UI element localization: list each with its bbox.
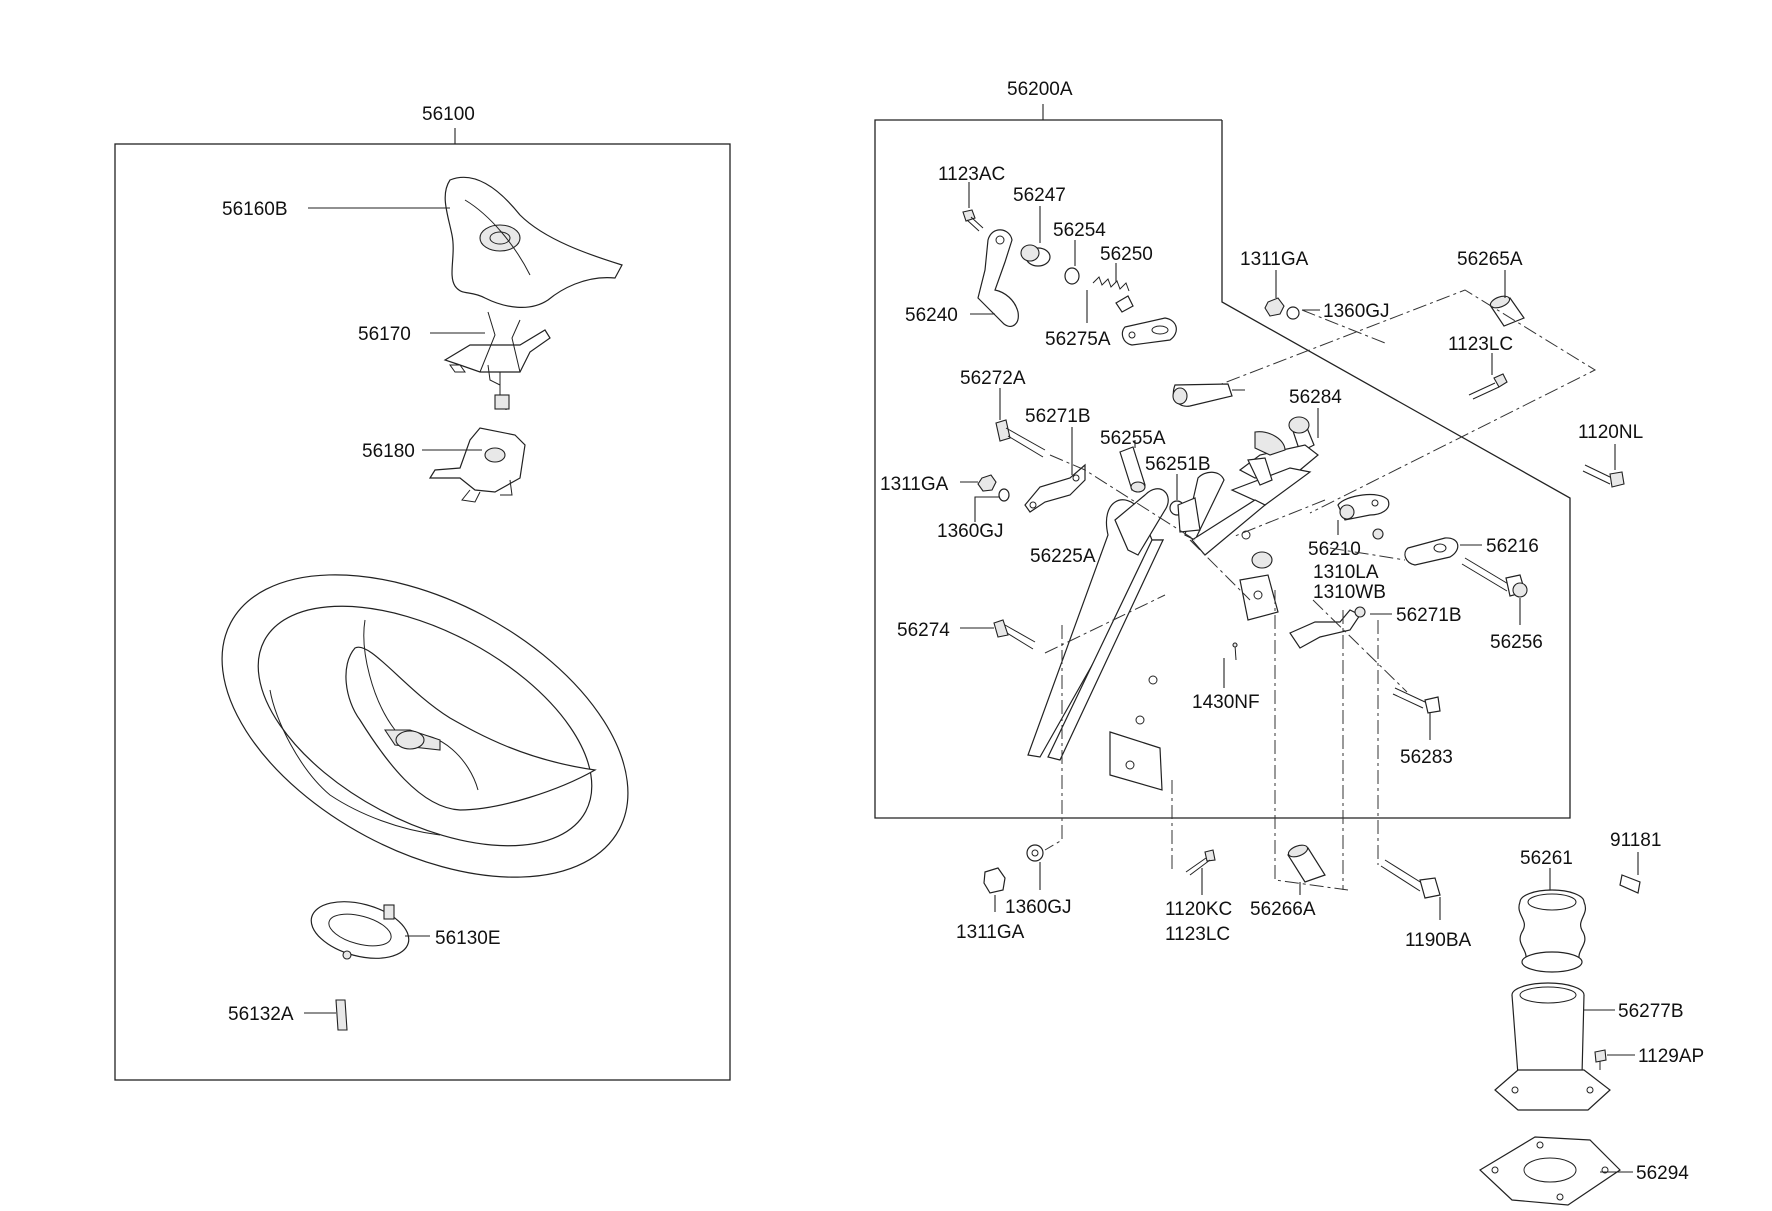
label-56261: 56261 xyxy=(1520,848,1573,869)
label-56275A: 56275A xyxy=(1045,329,1111,350)
label-56284: 56284 xyxy=(1289,387,1342,408)
spring-56250-part xyxy=(1092,276,1130,292)
label-1123LC-bottom: 1123LC xyxy=(1165,924,1230,945)
assembly-box-56200A xyxy=(874,119,1571,819)
label-56200A: 56200A xyxy=(1007,79,1073,100)
tilt-lever-56240-part xyxy=(977,229,1019,327)
bush-56247-part xyxy=(1020,244,1051,267)
label-1129AP: 1129AP xyxy=(1638,1046,1704,1067)
assembly-box-56100 xyxy=(114,143,731,1081)
label-56265A: 56265A xyxy=(1457,249,1523,270)
bolt-1120NL-part xyxy=(1582,464,1625,488)
label-1123LC-top: 1123LC xyxy=(1448,334,1513,355)
steering-wheel-part xyxy=(221,574,629,878)
bolt-56256-part xyxy=(1461,557,1528,598)
label-56250: 56250 xyxy=(1100,244,1153,265)
label-56255A: 56255A xyxy=(1100,428,1166,449)
label-1360GJ-top: 1360GJ xyxy=(1323,301,1390,322)
label-1430NF: 1430NF xyxy=(1192,692,1260,713)
label-56132A: 56132A xyxy=(228,1004,294,1025)
label-56130E: 56130E xyxy=(435,928,501,949)
horn-plate-bracket-part xyxy=(428,427,526,503)
label-56100: 56100 xyxy=(422,104,475,125)
pin-56272A-part xyxy=(995,419,1046,458)
column-cover-56277B-part xyxy=(1494,982,1611,1111)
label-56294: 56294 xyxy=(1636,1163,1689,1184)
pin-56274-part xyxy=(993,619,1036,650)
label-1120NL: 1120NL xyxy=(1578,422,1643,443)
label-56240: 56240 xyxy=(905,305,958,326)
bolt-1120KC-part xyxy=(1185,849,1216,876)
label-56283: 56283 xyxy=(1400,747,1453,768)
nut-1311GA-bottom-part xyxy=(983,867,1006,894)
washer-1310LA-part xyxy=(1372,528,1384,540)
label-56251B: 56251B xyxy=(1145,454,1211,475)
label-1123AC: 1123AC xyxy=(938,164,1005,185)
label-56266A: 56266A xyxy=(1250,899,1316,920)
label-56271B-lower: 56271B xyxy=(1396,605,1462,626)
plate-56210-part xyxy=(1337,493,1390,521)
label-56271B-upper: 56271B xyxy=(1025,406,1091,427)
washer-56254-part xyxy=(1064,267,1080,285)
label-1310WB: 1310WB xyxy=(1313,582,1386,603)
label-56210: 56210 xyxy=(1308,539,1361,560)
horn-pad-part xyxy=(444,176,623,308)
label-56256: 56256 xyxy=(1490,632,1543,653)
label-56277B: 56277B xyxy=(1618,1001,1684,1022)
label-56216: 56216 xyxy=(1486,536,1539,557)
label-1360GJ-mid: 1360GJ xyxy=(937,521,1004,542)
sleeve-56265A-part xyxy=(1489,295,1525,327)
label-1310LA: 1310LA xyxy=(1313,562,1379,583)
boot-56261-part xyxy=(1518,889,1586,973)
bolt-56283-part xyxy=(1392,687,1441,714)
pin-part xyxy=(335,999,348,1031)
label-1311GA-top: 1311GA xyxy=(1240,249,1309,270)
sleeve-56266A-part xyxy=(1287,844,1326,883)
label-1311GA-bottom: 1311GA xyxy=(956,922,1025,943)
label-56180: 56180 xyxy=(362,441,415,462)
plate-56275A-part xyxy=(1115,295,1177,346)
label-56170: 56170 xyxy=(358,324,411,345)
steering-wheel-assembly-group: 56100 56160B 56170 5 xyxy=(114,104,731,1081)
screw-1129AP-part xyxy=(1594,1049,1607,1070)
sleeve-56255A-part xyxy=(1119,446,1146,493)
washer-1360GJ-bottom-part xyxy=(1026,844,1044,862)
label-1311GA-mid: 1311GA xyxy=(880,474,949,495)
washer-1360GJ-mid-part xyxy=(998,488,1010,502)
bolt-1190BA-part xyxy=(1380,859,1441,899)
label-91181: 91181 xyxy=(1610,830,1661,851)
label-1120KC: 1120KC xyxy=(1165,899,1232,920)
label-1190BA: 1190BA xyxy=(1405,930,1472,951)
washer-1360GJ-top-part xyxy=(1286,306,1300,320)
link-bracket-part xyxy=(1172,383,1245,407)
nut-1311GA-top-part xyxy=(1264,297,1285,317)
bolt-1123AC-part xyxy=(962,209,984,232)
plate-56294-part xyxy=(1479,1136,1621,1206)
clock-spring-part xyxy=(310,901,410,960)
label-1360GJ-bottom: 1360GJ xyxy=(1005,897,1072,918)
bracket-56271B-upper-part xyxy=(1024,463,1086,513)
steering-column-assembly-group: 56200A 1123AC 56247 56254 56250 5624 xyxy=(874,79,1643,819)
label-56225A: 56225A xyxy=(1030,546,1096,567)
horn-contact-bracket-part xyxy=(443,311,551,410)
lower-hardware-group: 1311GA 1360GJ 1120KC 1123LC 56266A xyxy=(956,590,1704,1206)
nut-1311GA-mid-part xyxy=(977,474,997,492)
bracket-56271B-lower-part xyxy=(1289,606,1366,649)
pin-91181-part xyxy=(1619,874,1641,894)
label-56160B: 56160B xyxy=(222,199,288,220)
label-56247: 56247 xyxy=(1013,185,1066,206)
bolt-1123LC-top-part xyxy=(1468,373,1508,400)
label-56254: 56254 xyxy=(1053,220,1106,241)
pin-56284-part xyxy=(1288,416,1315,453)
plate-56216-part xyxy=(1404,537,1459,566)
label-56272A: 56272A xyxy=(960,368,1026,389)
label-56274: 56274 xyxy=(897,620,950,641)
